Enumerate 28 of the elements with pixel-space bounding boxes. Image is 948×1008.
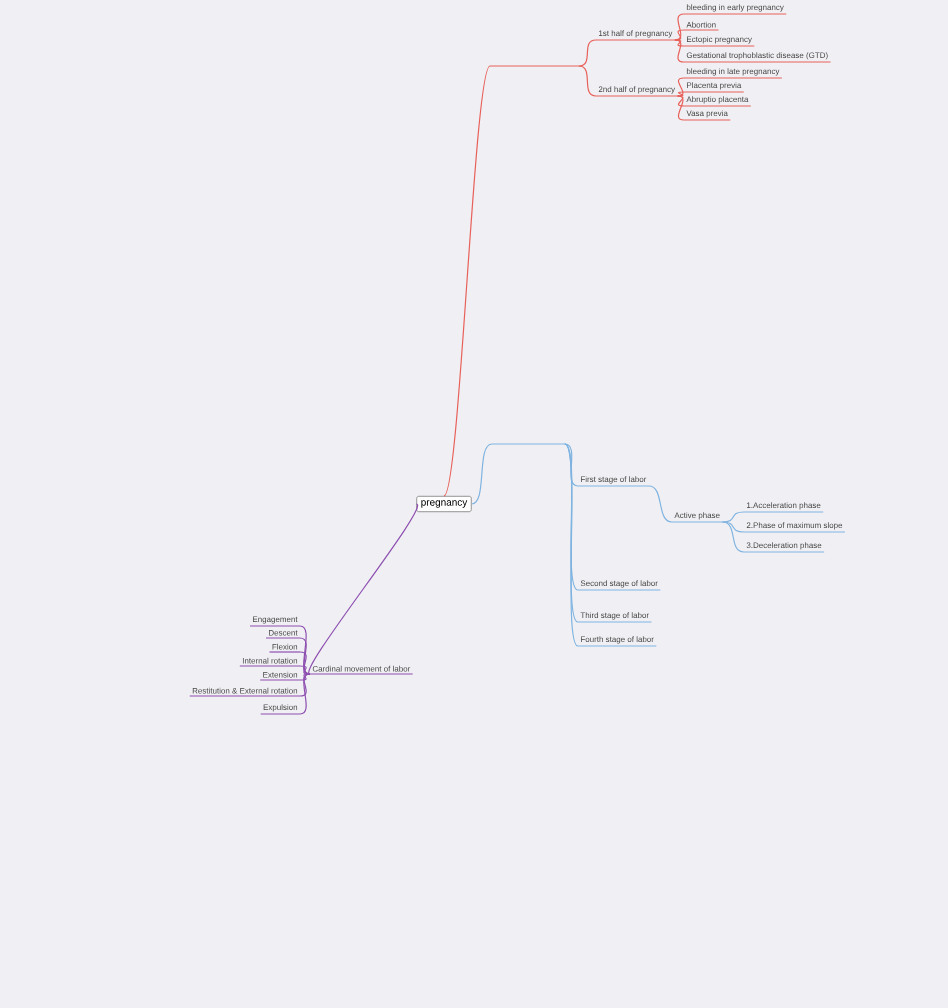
branch-connector bbox=[676, 91, 685, 97]
branch-connector bbox=[443, 65, 491, 497]
branch-connector bbox=[674, 13, 685, 41]
branch-connector bbox=[676, 77, 685, 97]
branch-line bbox=[491, 443, 566, 445]
branch-connector bbox=[299, 625, 311, 675]
branch-connector bbox=[299, 673, 311, 697]
branch-connector bbox=[674, 39, 685, 47]
branch-connector bbox=[721, 511, 745, 523]
branch-connector bbox=[676, 95, 685, 121]
branch-connector bbox=[676, 95, 685, 107]
branch-connector bbox=[299, 665, 311, 675]
branch-connector bbox=[578, 65, 597, 97]
branch-connector bbox=[564, 443, 579, 591]
branch-connector bbox=[299, 673, 311, 681]
branch-connector bbox=[299, 651, 311, 675]
branch-connector bbox=[299, 637, 311, 675]
branch-connector bbox=[299, 673, 311, 715]
branch-connector bbox=[674, 39, 685, 63]
branch-connector bbox=[721, 521, 745, 553]
branch-connector bbox=[308, 503, 418, 675]
branch-connector bbox=[674, 29, 685, 41]
branch-connector bbox=[721, 521, 745, 533]
branch-connector bbox=[471, 443, 493, 505]
branch-connector bbox=[648, 485, 673, 523]
branch-connector bbox=[578, 39, 597, 67]
branch-connector bbox=[564, 443, 579, 487]
branch-line bbox=[489, 65, 580, 67]
